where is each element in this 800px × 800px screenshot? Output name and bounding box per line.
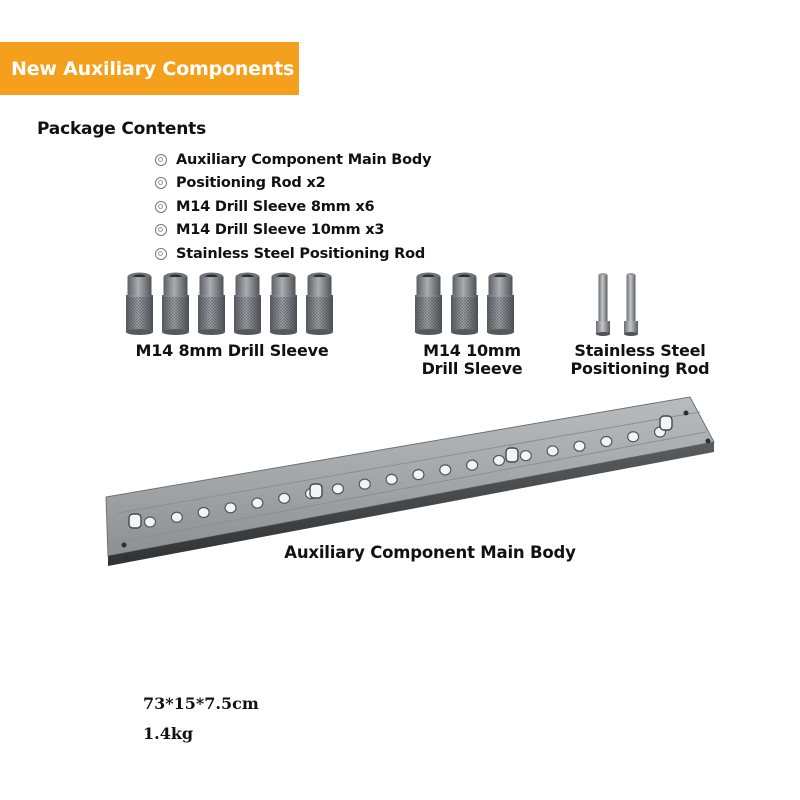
list-item: Stainless Steel Positioning Rod xyxy=(155,242,431,266)
list-item-label: Positioning Rod x2 xyxy=(176,175,326,192)
list-item-label: Auxiliary Component Main Body xyxy=(176,151,432,168)
rail-hole xyxy=(251,497,264,509)
drill-sleeve-image xyxy=(125,271,154,335)
main-body-caption: Auxiliary Component Main Body xyxy=(270,544,590,562)
rail-screw-hole xyxy=(121,542,127,548)
rail-hole xyxy=(653,426,667,438)
drill-sleeve-image xyxy=(233,271,262,335)
rail-hole xyxy=(519,450,532,462)
main-body-caption-text: Auxiliary Component Main Body xyxy=(284,543,576,562)
rail-hole xyxy=(573,440,586,452)
weight-text: 1.4kg xyxy=(143,724,194,743)
sleeve-10mm-caption-line1: M14 10mm xyxy=(423,341,521,360)
sleeve-10mm-group xyxy=(414,271,515,335)
drill-sleeve-image xyxy=(269,271,298,335)
list-item: M14 Drill Sleeve 8mm x6 xyxy=(155,195,431,219)
circle-bullet-icon xyxy=(155,177,167,190)
rail-hole xyxy=(143,516,157,528)
list-item-label: M14 Drill Sleeve 10mm x3 xyxy=(176,222,385,239)
list-item-label: M14 Drill Sleeve 8mm x6 xyxy=(176,198,375,215)
positioning-rod-image xyxy=(623,272,639,340)
banner-title: New Auxiliary Components xyxy=(11,57,295,80)
rail-hole xyxy=(224,502,237,514)
circle-bullet-icon xyxy=(155,200,167,213)
list-item: Auxiliary Component Main Body xyxy=(155,148,432,172)
rail-screw-hole xyxy=(705,438,711,444)
positioning-rod-image xyxy=(595,272,611,340)
sleeve-10mm-caption: M14 10mm Drill Sleeve xyxy=(407,342,537,378)
rail-hole xyxy=(546,445,559,457)
rail-slot xyxy=(659,415,673,431)
rail-hole xyxy=(358,478,371,490)
rail-hole xyxy=(439,464,452,476)
rail-hole xyxy=(304,487,318,500)
drill-sleeve-image xyxy=(486,271,515,335)
package-contents-title: Package Contents xyxy=(37,119,207,139)
rod-caption: Stainless Steel Positioning Rod xyxy=(560,342,720,378)
drill-sleeve-image xyxy=(161,271,190,335)
circle-bullet-icon xyxy=(155,224,167,237)
drill-sleeve-image xyxy=(414,271,443,335)
rail-screw-hole xyxy=(683,410,689,416)
sleeve-10mm-caption-line2: Drill Sleeve xyxy=(421,359,523,378)
rail-hole xyxy=(170,511,183,523)
rail-screw-hole xyxy=(123,554,129,560)
circle-bullet-icon xyxy=(155,247,167,260)
rail-hole xyxy=(466,459,479,471)
list-item-label: Stainless Steel Positioning Rod xyxy=(176,245,426,262)
rail-slot xyxy=(505,447,519,463)
rod-caption-line2: Positioning Rod xyxy=(570,359,710,378)
circle-bullet-icon xyxy=(155,153,167,166)
rail-hole xyxy=(385,473,398,485)
rail-hole xyxy=(627,431,640,443)
rail-slot xyxy=(309,483,323,499)
drill-sleeve-image xyxy=(450,271,479,335)
rod-caption-line1: Stainless Steel xyxy=(574,341,706,360)
package-contents-list: Auxiliary Component Main Body Positionin… xyxy=(155,148,432,266)
drill-sleeve-image xyxy=(305,271,334,335)
title-banner: New Auxiliary Components xyxy=(0,42,299,95)
sleeve-8mm-group xyxy=(125,271,334,335)
sleeve-8mm-caption: M14 8mm Drill Sleeve xyxy=(127,342,337,360)
list-item: M14 Drill Sleeve 10mm x3 xyxy=(155,219,431,243)
sleeve-8mm-caption-text: M14 8mm Drill Sleeve xyxy=(135,341,329,360)
list-item: Positioning Rod x2 xyxy=(155,172,431,196)
dimensions-text: 73*15*7.5cm xyxy=(143,694,259,713)
rail-hole xyxy=(412,469,425,481)
positioning-rod-group xyxy=(595,272,639,340)
rail-hole xyxy=(600,435,613,448)
rail-hole xyxy=(331,483,344,495)
rail-hole xyxy=(492,454,506,467)
rail-slot xyxy=(128,513,142,529)
rail-hole xyxy=(278,492,291,504)
rail-hole xyxy=(197,506,210,519)
drill-sleeve-image xyxy=(197,271,226,335)
